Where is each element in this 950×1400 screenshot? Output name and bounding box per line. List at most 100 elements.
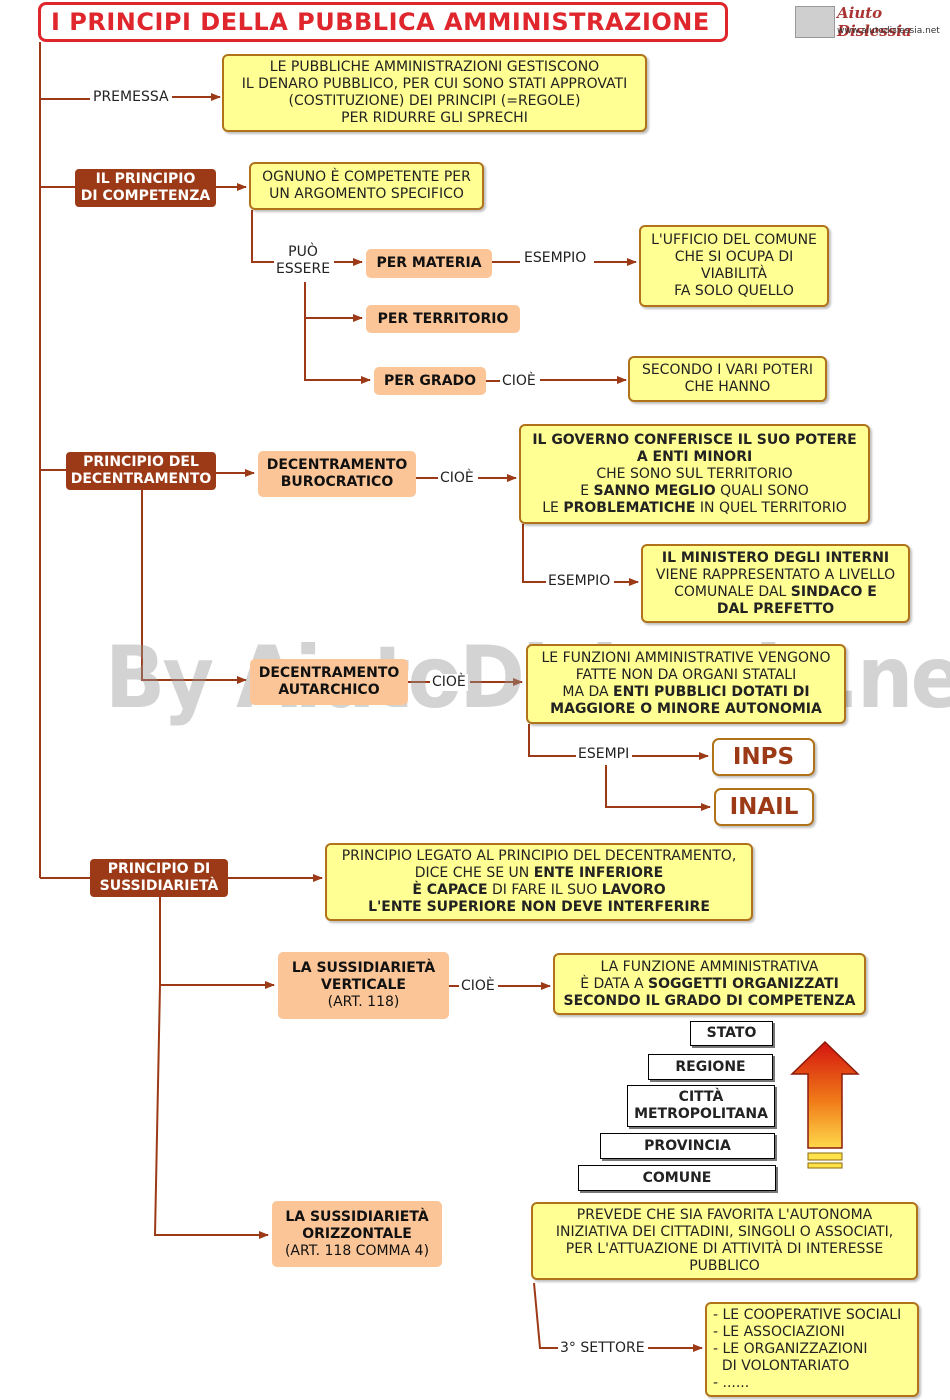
grado-desc-line: CHE HANNO (684, 379, 771, 395)
orizzontale-node: LA SUSSIDIARIETÀ ORIZZONTALE (ART. 118 C… (272, 1201, 442, 1267)
burocratico-node: DECENTRAMENTO BUROCRATICO (258, 451, 416, 497)
list-item: - LE ASSOCIAZIONI (713, 1324, 845, 1340)
buro-desc-line: IL GOVERNO CONFERISCE IL SUO POTERE (532, 431, 857, 448)
orizzontale-line: LA SUSSIDIARIETÀ (285, 1208, 429, 1225)
orizzontale-line: ORIZZONTALE (302, 1225, 412, 1242)
text-run-bold: SINDACO E (790, 583, 877, 600)
premessa-box: LE PUBBLICHE AMMINISTRAZIONI GESTISCONO … (222, 54, 647, 132)
level-stato: STATO (690, 1021, 773, 1046)
competenza-title-line: IL PRINCIPIO (95, 171, 196, 187)
level-line: METROPOLITANA (634, 1106, 768, 1122)
orizzontale-desc-line: PER L'ATTUAZIONE DI ATTIVITÀ DI INTERESS… (565, 1241, 884, 1257)
competenza-desc-line: UN ARGOMENTO SPECIFICO (269, 186, 464, 202)
esempio-label-buro: ESEMPIO (546, 573, 613, 590)
materia-example-line: FA SOLO QUELLO (674, 283, 794, 299)
orizzontale-desc-line: PREVEDE CHE SIA FAVORITA L'AUTONOMA (576, 1207, 873, 1223)
terzo-settore-label: 3° SETTORE (558, 1340, 647, 1357)
inps-box: INPS (712, 738, 815, 776)
cioe-label-grado: CIOÈ (500, 373, 538, 390)
auto-desc-line: MA DA ENTI PUBBLICI DOTATI DI (534, 684, 838, 701)
verticale-desc-line: SECONDO IL GRADO DI COMPETENZA (563, 992, 856, 1009)
text-run-bold: SOGGETTI ORGANIZZATI (648, 975, 839, 992)
verticale-line: VERTICALE (321, 977, 406, 993)
decentramento-node: PRINCIPIO DEL DECENTRAMENTO (66, 452, 216, 490)
text-run-bold: LAVORO (601, 882, 666, 898)
text-run: LE (542, 499, 564, 516)
esempi-label: ESEMPI (576, 746, 632, 763)
premessa-label: PREMESSA (91, 89, 171, 106)
page-title: I PRINCIPI DELLA PUBBLICA AMMINISTRAZION… (38, 2, 728, 42)
materia-example-line: VIABILITÀ (701, 266, 767, 282)
puo-line: PUÒ (288, 244, 318, 260)
text-run: DI FARE IL SUO (487, 882, 602, 898)
text-run: DICE CHE SE UN (414, 865, 534, 881)
upward-arrow-icon (790, 1040, 860, 1169)
text-run-bold: ENTI PUBBLICI DOTATI DI (613, 684, 810, 700)
text-run: È DATA A (580, 975, 649, 992)
sussidiarieta-title-line: PRINCIPIO DI (107, 861, 211, 877)
terzo-settore-list: - LE COOPERATIVE SOCIALI - LE ASSOCIAZIO… (705, 1302, 919, 1397)
per-grado-node: PER GRADO (374, 367, 486, 395)
autarchico-line: DECENTRAMENTO (258, 665, 400, 681)
buro-desc-line: A ENTI MINORI (636, 448, 753, 465)
grado-desc-line: SECONDO I VARI POTERI (641, 362, 814, 378)
burocratico-line: DECENTRAMENTO (266, 457, 408, 473)
burocratico-line: BUROCRATICO (280, 474, 394, 490)
premessa-line: (COSTITUZIONE) DEI PRINCIPI (=REGOLE) (288, 93, 581, 109)
esempio-label-materia: ESEMPIO (522, 250, 589, 267)
sussidiarieta-title-line: SUSSIDIARIETÀ (99, 878, 219, 894)
text-run: QUALI SONO (715, 482, 809, 499)
verticale-desc-box: LA FUNZIONE AMMINISTRATIVA È DATA A SOGG… (553, 953, 866, 1015)
orizzontale-article: (ART. 118 COMMA 4) (284, 1242, 430, 1259)
text-run: COMUNALE DAL (674, 583, 791, 600)
level-comune: COMUNE (578, 1165, 776, 1191)
buro-example-line: IL MINISTERO DEGLI INTERNI (661, 549, 890, 566)
list-item: - LE ORGANIZZAZIONI (713, 1341, 868, 1357)
level-regione: REGIONE (648, 1054, 773, 1080)
verticale-article: (ART. 118) (327, 994, 400, 1010)
buro-example-line: COMUNALE DAL SINDACO E (649, 584, 902, 601)
autarchico-line: AUTARCHICO (278, 682, 380, 698)
cioe-label-verticale: CIOÈ (459, 978, 497, 995)
text-run: IN QUEL TERRITORIO (695, 499, 847, 516)
buro-desc-line: LE PROBLEMATICHE IN QUEL TERRITORIO (527, 500, 862, 517)
book-icon (795, 6, 835, 38)
buro-desc-line: CHE SONO SUL TERRITORIO (596, 465, 793, 482)
verticale-node: LA SUSSIDIARIETÀ VERTICALE (ART. 118) (278, 952, 449, 1019)
auto-desc-line: LE FUNZIONI AMMINISTRATIVE VENGONO (541, 650, 831, 666)
list-item: - LE COOPERATIVE SOCIALI (713, 1307, 902, 1323)
grado-desc-box: SECONDO I VARI POTERI CHE HANNO (628, 356, 827, 402)
buro-desc-box: IL GOVERNO CONFERISCE IL SUO POTERE A EN… (519, 424, 870, 524)
orizzontale-desc-line: INIZIATIVA DEI CITTADINI, SINGOLI O ASSO… (555, 1224, 894, 1240)
buro-example-line: VIENE RAPPRESENTATO A LIVELLO (655, 566, 896, 583)
text-run-bold: PROBLEMATICHE (563, 499, 696, 516)
orizzontale-desc-line: PUBBLICO (689, 1258, 760, 1274)
competenza-desc-line: OGNUNO È COMPETENTE PER (262, 169, 471, 185)
level-citta-metropolitana: CITTÀ METROPOLITANA (627, 1085, 775, 1127)
verticale-desc-line: LA FUNZIONE AMMINISTRATIVA (600, 958, 819, 975)
puo-essere-label: PUÒ ESSERE (274, 244, 333, 278)
materia-example-line: CHE SI OCUPA DI (674, 249, 794, 265)
text-run: MA DA (562, 684, 614, 700)
text-run-bold: ENTE INFERIORE (533, 865, 664, 881)
decentramento-title-line: DECENTRAMENTO (70, 471, 212, 487)
buro-example-box: IL MINISTERO DEGLI INTERNI VIENE RAPPRES… (641, 544, 910, 623)
text-run-bold: SANNO MEGLIO (593, 482, 716, 499)
cioe-label-autarchico: CIOÈ (430, 674, 468, 691)
auto-desc-line: MAGGIORE O MINORE AUTONOMIA (550, 701, 822, 717)
sussidiarieta-desc-line: L'ENTE SUPERIORE NON DEVE INTERFERIRE (368, 899, 710, 915)
buro-example-line: DAL PREFETTO (716, 600, 835, 617)
essere-line: ESSERE (276, 261, 331, 277)
premessa-line: LE PUBBLICHE AMMINISTRAZIONI GESTISCONO (269, 59, 600, 75)
premessa-line: IL DENARO PUBBLICO, PER CUI SONO STATI A… (241, 76, 628, 92)
sussidiarieta-node: PRINCIPIO DI SUSSIDIARIETÀ (90, 859, 228, 897)
cioe-label-buro: CIOÈ (438, 470, 476, 487)
sussidiarieta-desc-line: È CAPACE DI FARE IL SUO LAVORO (333, 882, 745, 899)
competenza-node: IL PRINCIPIO DI COMPETENZA (75, 169, 216, 207)
materia-example-box: L'UFFICIO DEL COMUNE CHE SI OCUPA DI VIA… (639, 225, 829, 307)
logo-name: Aiuto Dislessia (837, 4, 912, 40)
sussidiarieta-desc-line: PRINCIPIO LEGATO AL PRINCIPIO DEL DECENT… (341, 848, 737, 864)
verticale-desc-line: È DATA A SOGGETTI ORGANIZZATI (561, 976, 858, 993)
sussidiarieta-desc-line: DICE CHE SE UN ENTE INFERIORE (333, 865, 745, 882)
